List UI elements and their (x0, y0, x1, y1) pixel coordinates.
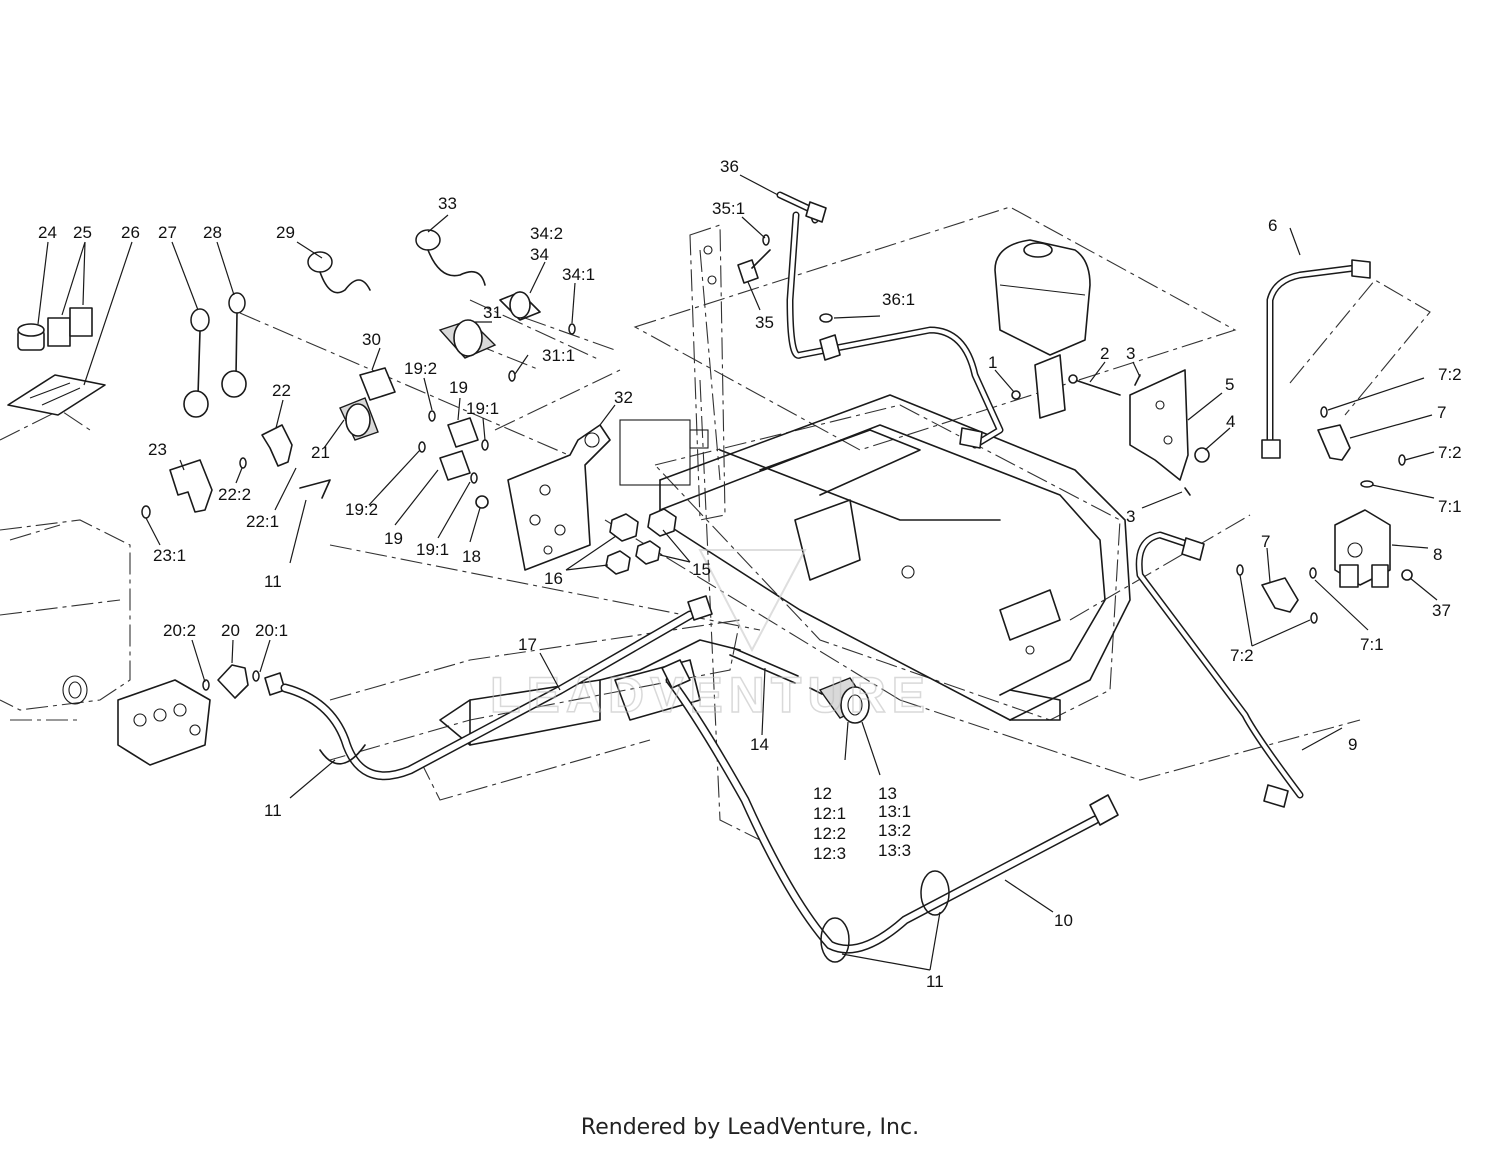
callout-9: 9 (1348, 735, 1357, 754)
callout-26: 26 (121, 223, 140, 242)
bracket-plate-part (507, 424, 611, 571)
callout-28: 28 (203, 223, 222, 242)
callout-7-1: 7:1 (1360, 635, 1384, 654)
callout-1: 1 (988, 353, 997, 372)
callout-8: 8 (1433, 545, 1442, 564)
callout-36: 36 (720, 157, 739, 176)
parts (7, 191, 1413, 963)
callout-19-2: 19:2 (404, 359, 437, 378)
callout-23-1: 23:1 (153, 546, 186, 565)
dust-cap-part (183, 292, 247, 418)
callout-17: 17 (518, 635, 537, 654)
switch-panel-part (7, 307, 106, 416)
footer-credit: Rendered by LeadVenture, Inc. (580, 1115, 920, 1140)
callout-5: 5 (1225, 375, 1234, 394)
steel-line-6 (1261, 259, 1371, 459)
hydraulic-hose-17 (280, 595, 713, 781)
callout-4: 4 (1226, 412, 1235, 431)
callout-36-1: 36:1 (882, 290, 915, 309)
callout-19: 19 (449, 378, 468, 397)
callout-25: 25 (73, 223, 92, 242)
callout-16: 16 (544, 569, 563, 588)
callout-13-3: 13:3 (878, 841, 911, 860)
spring-clip-part (307, 229, 486, 294)
callout-3: 3 (1126, 507, 1135, 526)
steel-line-36 (776, 191, 1004, 449)
callout-7-2: 7:2 (1438, 365, 1462, 384)
callout-20-1: 20:1 (255, 621, 288, 640)
callout-34: 34 (530, 245, 549, 264)
callout-12: 12 (813, 784, 832, 803)
callout-30: 30 (362, 330, 381, 349)
callout-6: 6 (1268, 216, 1277, 235)
leader-lines (37, 174, 1438, 971)
callout-33: 33 (438, 194, 457, 213)
quick-coupler-part (438, 291, 576, 382)
callout-19-1: 19:1 (466, 399, 499, 418)
callout-7: 7 (1437, 403, 1446, 422)
callout-13: 13 (878, 784, 897, 803)
coupler-pin-part (729, 647, 870, 724)
callout-19-2: 19:2 (345, 500, 378, 519)
callout-7-2: 7:2 (1438, 443, 1462, 462)
callout-20: 20 (221, 621, 240, 640)
reservoir-tank-part (994, 239, 1091, 419)
callout-13-1: 13:1 (878, 802, 911, 821)
callout-31: 31 (483, 303, 502, 322)
callout-22: 22 (272, 381, 291, 400)
mounting-bracket-part (1011, 369, 1210, 496)
callout-15: 15 (692, 560, 711, 579)
callout-18: 18 (462, 547, 481, 566)
callout-19-1: 19:1 (416, 540, 449, 559)
callout-31-1: 31:1 (542, 346, 575, 365)
callout-7: 7 (1261, 532, 1270, 551)
elbow-fitting-part (141, 424, 331, 519)
callout-35-1: 35:1 (712, 199, 745, 218)
hex-nut-part (605, 508, 677, 575)
callout-22-2: 22:2 (218, 485, 251, 504)
callout-11: 11 (264, 572, 282, 591)
callout-23: 23 (148, 440, 167, 459)
control-valve-part (117, 664, 286, 766)
callouts: 1 2 3 3 4 5 6 7 7 7:2 7:2 7:2 7:1 7:1 8 … (38, 157, 1462, 991)
callout-14: 14 (750, 735, 769, 754)
callout-12-1: 12:1 (813, 804, 846, 823)
adapter-fitting-part (418, 410, 489, 509)
callout-12-2: 12:2 (813, 824, 846, 843)
callout-11: 11 (926, 972, 944, 991)
callout-29: 29 (276, 223, 295, 242)
callout-13-2: 13:2 (878, 821, 911, 840)
callout-3: 3 (1126, 344, 1135, 363)
steel-line-9 (1135, 531, 1304, 808)
callout-12-3: 12:3 (813, 844, 846, 863)
watermark: LEADVENTURE (489, 549, 931, 724)
callout-22-1: 22:1 (246, 512, 279, 531)
callout-11: 11 (264, 801, 282, 820)
hydraulic-hose-10 (661, 659, 1119, 963)
callout-34-2: 34:2 (530, 224, 563, 243)
callout-34-1: 34:1 (562, 265, 595, 284)
callout-10: 10 (1054, 911, 1073, 930)
callout-20-2: 20:2 (163, 621, 196, 640)
relief-valve-part (1236, 406, 1413, 624)
watermark-text: LEADVENTURE (490, 667, 931, 723)
sender-part (737, 234, 771, 284)
callout-32: 32 (614, 388, 633, 407)
callout-37: 37 (1432, 601, 1451, 620)
callout-7-1: 7:1 (1438, 497, 1462, 516)
fitting-part (339, 367, 396, 441)
callout-7-2: 7:2 (1230, 646, 1254, 665)
callout-27: 27 (158, 223, 177, 242)
callout-2: 2 (1100, 344, 1109, 363)
callout-19: 19 (384, 529, 403, 548)
callout-35: 35 (755, 313, 774, 332)
callout-21: 21 (311, 443, 330, 462)
callout-24: 24 (38, 223, 57, 242)
